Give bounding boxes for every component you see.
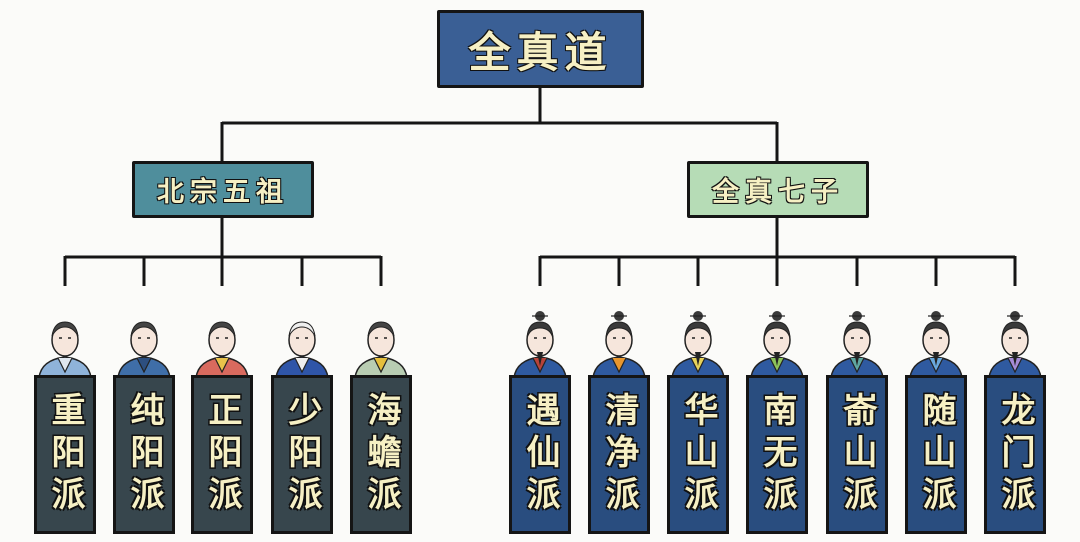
master-figure-icon <box>38 321 92 378</box>
branch-card-label: 遇仙派 <box>520 391 560 518</box>
branch-card: 嵛山派 <box>826 375 888 534</box>
branch-card-label: 正阳派 <box>202 391 242 518</box>
master-figure-icon <box>592 311 646 378</box>
master-figure-icon <box>909 311 963 378</box>
right-group-connector <box>538 218 1017 286</box>
branch-card-label: 少阳派 <box>282 391 322 518</box>
master-figure-icon <box>275 321 329 378</box>
branch-card: 海蟾派 <box>350 375 412 534</box>
branch-card-label: 纯阳派 <box>124 391 164 518</box>
master-figure-icon <box>988 311 1042 378</box>
branch-card-label: 重阳派 <box>45 391 85 518</box>
branch-card: 华山派 <box>667 375 729 534</box>
branch-card-label: 华山派 <box>678 391 718 518</box>
branch-card: 清净派 <box>588 375 650 534</box>
master-figure-icon <box>195 321 249 378</box>
branch-card-label: 龙门派 <box>995 391 1035 518</box>
master-figure-icon <box>830 311 884 378</box>
master-figure-icon <box>513 311 567 378</box>
master-figure-icon <box>671 311 725 378</box>
left-group-connector <box>63 218 383 286</box>
branch-card: 重阳派 <box>34 375 96 534</box>
master-figure-icon <box>354 321 408 378</box>
group-node-seven-masters: 全真七子 <box>687 161 869 218</box>
branch-card: 少阳派 <box>271 375 333 534</box>
branch-card-label: 随山派 <box>916 391 956 518</box>
master-figure-icon <box>117 321 171 378</box>
master-figure-icon <box>750 311 804 378</box>
branch-card: 随山派 <box>905 375 967 534</box>
root-connector <box>220 88 779 161</box>
branch-card: 龙门派 <box>984 375 1046 534</box>
branch-card-label: 南无派 <box>757 391 797 518</box>
branch-card: 南无派 <box>746 375 808 534</box>
branch-card: 纯阳派 <box>113 375 175 534</box>
branch-card: 遇仙派 <box>509 375 571 534</box>
branch-card: 正阳派 <box>191 375 253 534</box>
branch-card-label: 海蟾派 <box>361 391 401 518</box>
branch-card-label: 清净派 <box>599 391 639 518</box>
group-node-northern-five-patriarchs: 北宗五祖 <box>132 161 314 218</box>
root-node-quanzhen: 全真道 <box>437 10 644 88</box>
branch-card-label: 嵛山派 <box>837 391 877 518</box>
